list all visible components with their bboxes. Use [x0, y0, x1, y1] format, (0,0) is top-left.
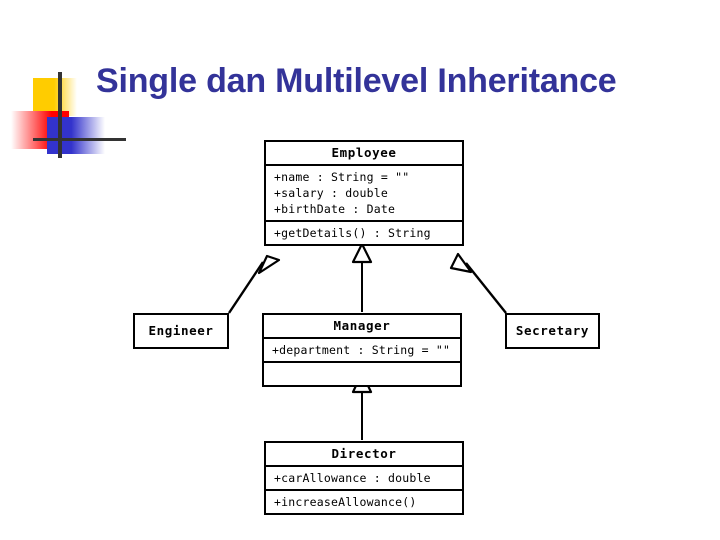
uml-class-name: Director — [331, 446, 397, 461]
uml-class-engineer[interactable]: Engineer — [133, 313, 229, 349]
uml-attribute: +department : String = "" — [272, 343, 451, 357]
uml-attribute: +salary : double — [274, 186, 388, 200]
uml-class-name: Secretary — [515, 323, 590, 338]
uml-attributes-compartment: +name : String = "" +salary : double +bi… — [266, 164, 462, 220]
uml-class-name: Engineer — [148, 323, 214, 338]
uml-attributes-compartment: +carAllowance : double — [266, 465, 462, 489]
uml-class-manager[interactable]: Manager +department : String = "" — [262, 313, 462, 387]
uml-operation: +getDetails() : String — [274, 226, 431, 240]
uml-attribute: +name : String = "" — [274, 170, 410, 184]
uml-attribute: +birthDate : Date — [274, 202, 396, 216]
uml-class-employee[interactable]: Employee +name : String = "" +salary : d… — [264, 140, 464, 246]
uml-attribute: +carAllowance : double — [274, 471, 431, 485]
uml-operations-compartment: +getDetails() : String — [266, 220, 462, 244]
uml-operations-compartment — [264, 361, 460, 385]
uml-attributes-compartment: +department : String = "" — [264, 337, 460, 361]
edge-manager-to-employee — [351, 242, 373, 312]
horizontal-rule-icon — [33, 138, 126, 141]
uml-operation: +increaseAllowance() — [274, 495, 417, 509]
edge-engineer-to-employee — [228, 254, 281, 314]
yellow-square-icon — [33, 78, 77, 116]
edge-secretary-to-employee — [449, 252, 507, 314]
uml-class-name: Employee — [331, 145, 397, 160]
uml-class-director[interactable]: Director +carAllowance : double +increas… — [264, 441, 464, 515]
uml-class-name: Manager — [333, 318, 391, 333]
blue-square-icon — [47, 117, 105, 154]
title-decoration — [0, 0, 140, 158]
page-title: Single dan Multilevel Inheritance — [96, 62, 617, 100]
uml-class-secretary[interactable]: Secretary — [505, 313, 600, 349]
vertical-rule-icon — [58, 72, 62, 158]
uml-operations-compartment: +increaseAllowance() — [266, 489, 462, 513]
